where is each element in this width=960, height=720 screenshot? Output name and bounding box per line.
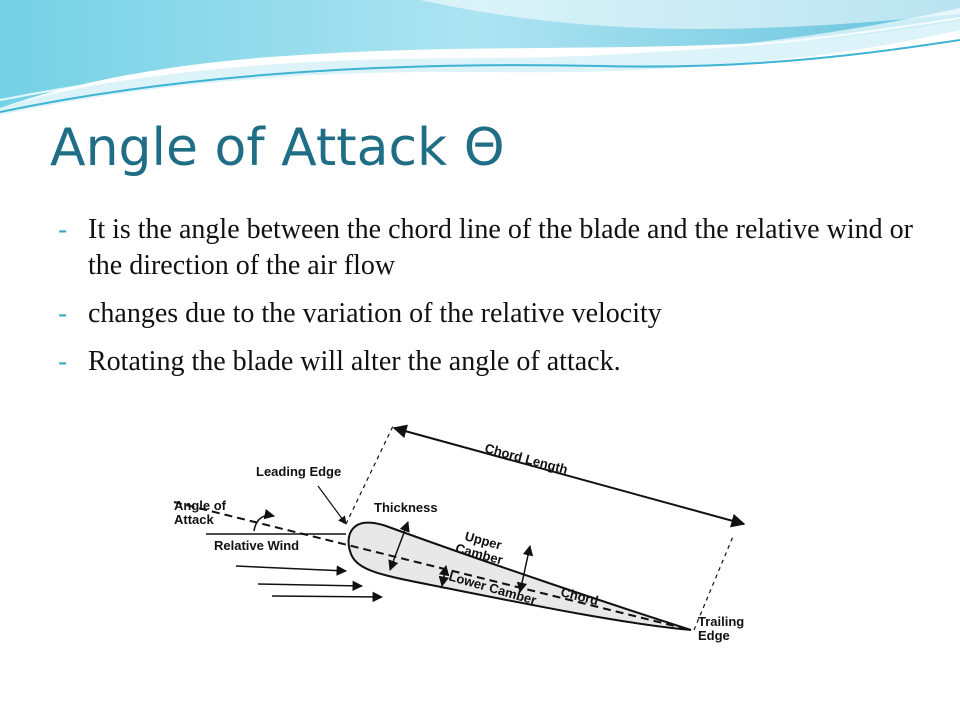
label-leading-edge: Leading Edge (256, 464, 341, 479)
bullet-marker: - (58, 298, 68, 329)
wind-arrow (235, 565, 348, 576)
bullet-marker: - (58, 346, 68, 377)
label-trailing-edge: Trailing Edge (698, 614, 748, 643)
angle-arc (253, 509, 276, 532)
label-relative-wind: Relative Wind (214, 538, 299, 553)
slide-title: Angle of Attack Θ (50, 118, 505, 178)
label-trailing-edge-line1: Trailing (698, 614, 744, 629)
bullet-text: Rotating the blade will alter the angle … (88, 346, 621, 377)
label-angle-of-attack-line2: Attack (174, 512, 215, 527)
bullet-text: It is the angle between the chord line o… (88, 214, 913, 281)
bullet-item: - Rotating the blade will alter the angl… (58, 344, 918, 380)
label-trailing-edge-line2: Edge (698, 628, 730, 643)
label-thickness: Thickness (374, 500, 438, 515)
wind-arrow (271, 591, 384, 603)
thickness-arrow (388, 521, 410, 571)
lower-camber-arrow (438, 564, 450, 588)
bullet-text: changes due to the variation of the rela… (88, 298, 662, 329)
airfoil-diagram: Chord Length Leading Edge Angle of Attac… (146, 406, 786, 698)
chord-length-arrow (392, 424, 746, 528)
bullet-list: - It is the angle between the chord line… (58, 212, 918, 392)
chord-line (173, 501, 692, 631)
bullet-item: - It is the angle between the chord line… (58, 212, 918, 284)
trailing-edge-extension (693, 533, 735, 631)
bullet-marker: - (58, 214, 68, 245)
leading-edge-extension (345, 423, 395, 525)
upper-camber-arrow (516, 544, 534, 594)
label-angle-of-attack-line1: Angle of (174, 498, 227, 513)
bullet-item: - changes due to the variation of the re… (58, 296, 918, 332)
label-angle-of-attack: Angle of Attack (174, 498, 230, 527)
leading-edge-pointer (317, 485, 347, 525)
wind-arrow (257, 580, 364, 592)
